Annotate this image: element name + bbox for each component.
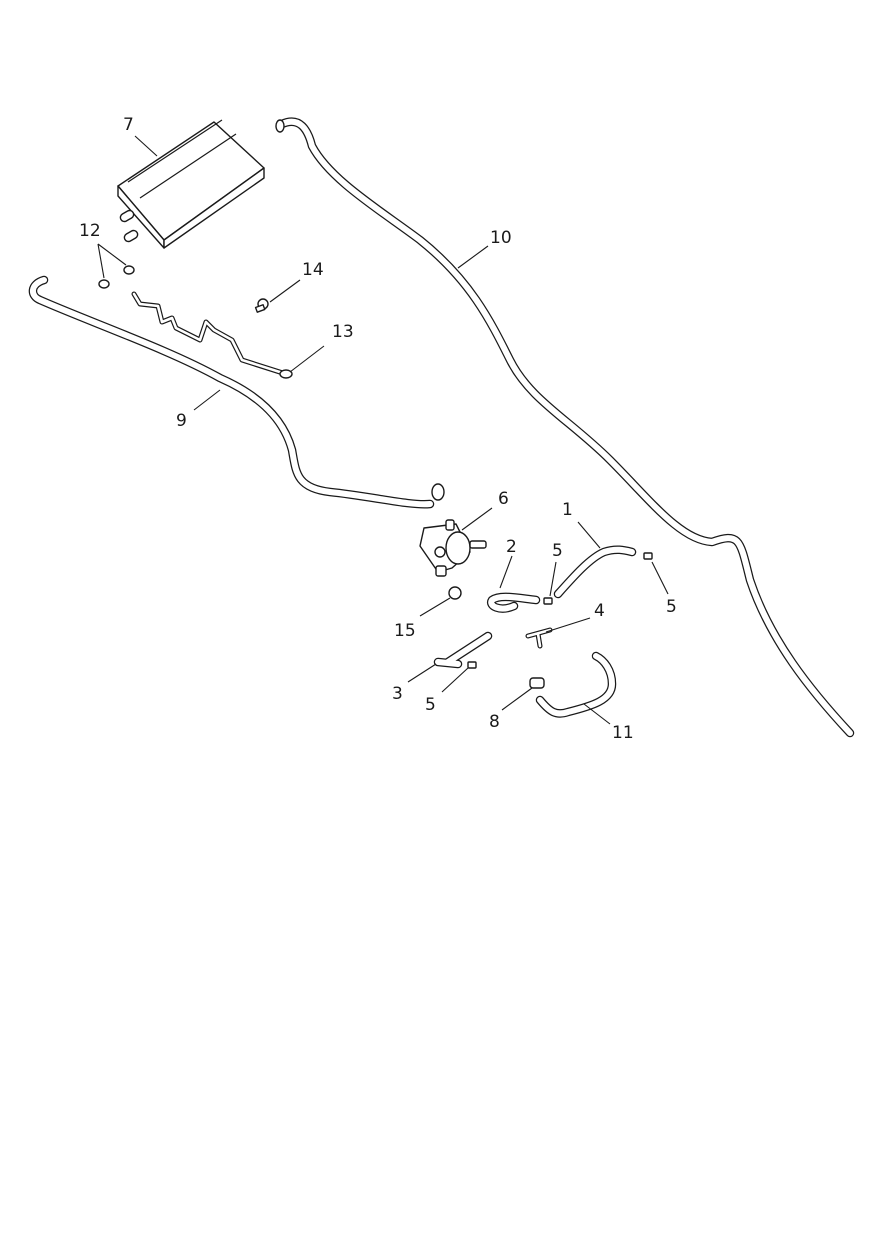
callout-8: 8 xyxy=(489,712,500,732)
callout-11: 11 xyxy=(612,723,634,743)
leader-7 xyxy=(134,135,158,157)
callout-5-b: 5 xyxy=(666,597,677,617)
callout-labels: 7 12 14 13 9 10 6 1 2 5 5 4 15 3 5 8 11 xyxy=(79,115,677,743)
leader-14 xyxy=(269,279,301,303)
callout-6: 6 xyxy=(498,489,509,509)
leader-6 xyxy=(461,507,493,531)
part-7-canister xyxy=(117,119,265,249)
callout-14: 14 xyxy=(302,260,324,280)
callout-9: 9 xyxy=(176,411,187,431)
part-6-purge-valve xyxy=(419,519,487,577)
callout-15: 15 xyxy=(394,621,416,641)
leader-lines xyxy=(97,135,669,725)
leader-9 xyxy=(193,389,221,411)
callout-1: 1 xyxy=(562,500,573,520)
part-2-hose xyxy=(487,592,541,613)
leader-5a xyxy=(549,561,557,597)
leader-5c xyxy=(441,667,469,693)
part-3-hose xyxy=(433,631,493,669)
leader-4 xyxy=(545,617,591,633)
part-13-bracket xyxy=(131,291,293,379)
part-11-hose xyxy=(535,651,617,718)
leader-8 xyxy=(501,687,533,711)
leader-13 xyxy=(289,345,325,373)
callout-2: 2 xyxy=(506,537,517,557)
part-9-pipe xyxy=(28,275,445,509)
part-8-connector xyxy=(529,677,545,689)
part-1-hose xyxy=(553,545,637,599)
part-15-grommet xyxy=(448,586,462,600)
leader-12b xyxy=(97,243,127,266)
callout-7: 7 xyxy=(123,115,134,135)
part-10-long-hose xyxy=(275,117,855,738)
callout-3: 3 xyxy=(392,684,403,704)
leader-15 xyxy=(419,597,451,617)
part-12-grommets xyxy=(98,265,135,289)
leader-11 xyxy=(583,703,611,725)
part-14-fastener xyxy=(254,298,269,313)
callout-12: 12 xyxy=(79,221,101,241)
part-5-clips xyxy=(467,552,653,669)
callout-13: 13 xyxy=(332,322,354,342)
leader-12a xyxy=(97,243,105,279)
part-4-t-piece xyxy=(525,627,553,649)
callout-10: 10 xyxy=(490,228,512,248)
leader-5b xyxy=(651,561,669,595)
leader-3 xyxy=(407,663,437,683)
callout-5-c: 5 xyxy=(425,695,436,715)
leader-10 xyxy=(457,245,489,269)
callout-4: 4 xyxy=(594,601,605,621)
leader-2 xyxy=(499,555,513,589)
callout-5-a: 5 xyxy=(552,541,563,561)
leader-1 xyxy=(577,521,601,549)
